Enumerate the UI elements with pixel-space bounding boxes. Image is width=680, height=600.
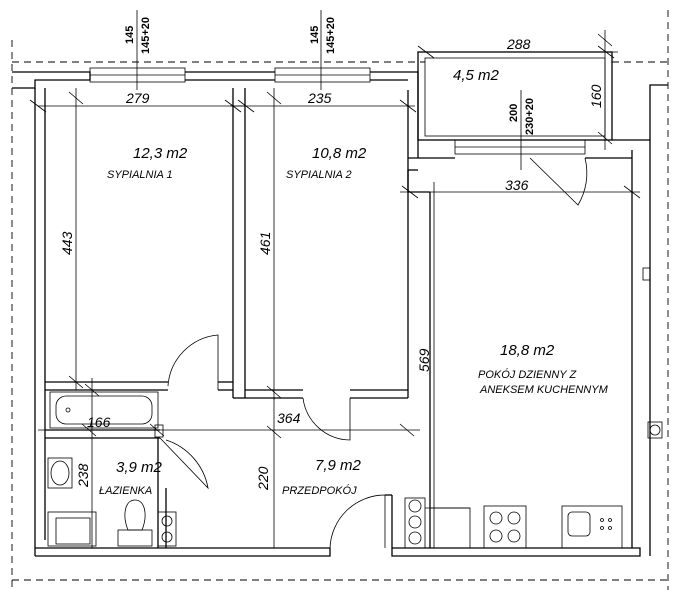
outer-dashed-lines [11, 10, 669, 590]
fixtures [47, 391, 623, 549]
room-name-pokoj-line2: ANEKSEM KUCHENNYM [479, 384, 609, 396]
dim-bath-depth: 238 [75, 463, 91, 488]
dimension-lines [29, 10, 641, 548]
cooktop [483, 505, 527, 549]
room-area-sypialnia2: 10,8 m2 [312, 145, 367, 162]
window3-dim-b: 230+20 [524, 98, 536, 135]
dim-syp2-depth: 461 [257, 232, 273, 255]
washbasin [47, 457, 73, 489]
kitchen-cabinet [429, 507, 471, 549]
dim-syp1-width: 279 [125, 90, 150, 106]
room-area-sypialnia1: 12,3 m2 [133, 145, 188, 162]
window2-dim-a: 145 [309, 26, 321, 44]
room-name-sypialnia1: SYPIALNIA 1 [107, 169, 173, 181]
fridge [404, 497, 426, 549]
room-area-przedpokoj: 7,9 m2 [315, 457, 362, 474]
room-area-balcony: 4,5 m2 [453, 67, 500, 84]
exterior-walls [12, 67, 668, 557]
dim-pokoj-width: 336 [505, 177, 529, 193]
room-area-lazienka: 3,9 m2 [116, 459, 163, 476]
washing-machine [47, 511, 97, 547]
dim-hall-depth: 220 [255, 466, 271, 491]
dim-pokoj-depth: 569 [416, 348, 432, 372]
dim-syp1-depth: 443 [59, 231, 75, 255]
room-area-pokoj: 18,8 m2 [500, 342, 555, 359]
room-name-pokoj-line1: POKÓJ DZIENNY Z [478, 368, 577, 381]
bathtub [49, 391, 159, 429]
dim-bath-width: 166 [87, 414, 111, 430]
window1-dim-b: 145+20 [140, 17, 152, 54]
dim-syp2-width: 235 [307, 90, 332, 106]
window2-dim-b: 145+20 [325, 17, 337, 54]
toilet [117, 529, 153, 547]
dim-hall-width: 364 [277, 410, 301, 426]
dim-balcony-width: 288 [506, 36, 531, 52]
kitchen-sink [561, 505, 623, 549]
window1-dim-a: 145 [124, 26, 136, 44]
room-name-sypialnia2: SYPIALNIA 2 [286, 169, 352, 181]
window3-dim-a: 200 [508, 104, 520, 122]
boiler [157, 511, 177, 547]
room-name-przedpokoj: PRZEDPOKÓJ [282, 484, 357, 497]
room-name-lazienka: ŁAZIENKA [99, 485, 152, 497]
interior-walls [45, 88, 431, 549]
dim-balcony-depth: 160 [588, 84, 604, 108]
